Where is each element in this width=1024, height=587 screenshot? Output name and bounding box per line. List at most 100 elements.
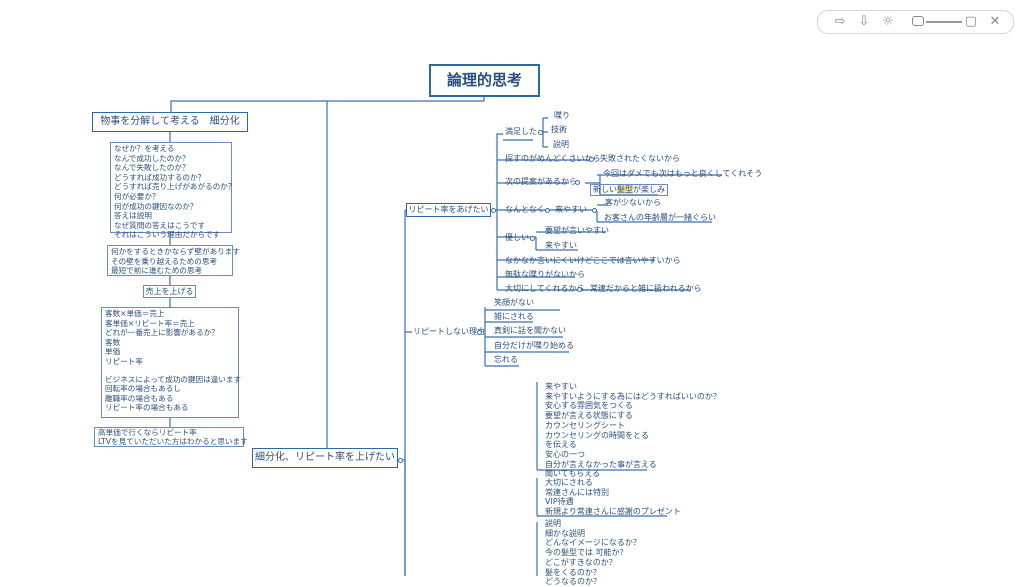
formula-line: 客数×単価＝売上 — [105, 309, 165, 318]
collapse-dot[interactable] — [530, 236, 535, 241]
node-decompose[interactable]: 物事を分解して考える 細分化 — [92, 112, 248, 132]
explain-line: どうなるのか？ — [545, 577, 601, 587]
easy-come[interactable]: 来やすい — [555, 205, 587, 214]
collapse-dot[interactable] — [545, 208, 550, 213]
cherish-line: 常連さんには特別 — [545, 487, 609, 497]
next-new-pre: 新しい — [593, 185, 617, 194]
no-repeat-rough[interactable]: 雑にされる — [494, 312, 534, 321]
next-better[interactable]: 今回はダメでも次はもっと良くしてくれそう — [603, 169, 763, 178]
satisfied-explain[interactable]: 説明 — [553, 140, 569, 149]
explain-line: 髪をくるのか？ — [545, 567, 601, 577]
next-new-hairstyle[interactable]: 新しい髪型が楽しみ — [590, 184, 668, 196]
why-line: 何が必要か？ — [114, 191, 160, 201]
easy-come-line: を伝える — [545, 440, 577, 450]
easy-come-line: 来やすいようにする為にはどうすればいいのか？ — [545, 391, 721, 401]
collapse-dot[interactable] — [538, 130, 543, 135]
reason-kind[interactable]: 優しい — [505, 233, 529, 242]
node-refine-repeat[interactable]: 細分化、リピート率を上げたい — [252, 448, 398, 468]
why-line: なぜ質問の答えはこうです — [114, 220, 206, 230]
why-line: 何が成功の鍵因なのか？ — [114, 201, 198, 211]
node-sales-up[interactable]: 売上を上げる — [143, 285, 196, 298]
wall-line: 何かをするときかならず壁があります — [111, 247, 240, 256]
reason-somehow[interactable]: なんとなく — [505, 205, 545, 214]
brightness-icon[interactable]: ☼ — [882, 14, 894, 29]
easy-come-line: 安心の一つ — [545, 449, 585, 459]
why-line: どうすれば成功するのか？ — [114, 172, 206, 182]
factor-line: 回転率の場合もあるし — [105, 384, 181, 394]
collapse-dot[interactable] — [575, 180, 580, 185]
explain-line: 説明 — [545, 519, 561, 528]
collapse-dot[interactable] — [589, 157, 594, 162]
arrow-down-icon[interactable]: ⇩ — [858, 14, 870, 29]
formula-line: 客数 — [105, 337, 121, 347]
easy-come-line: 自分が言えなかった事が言える — [545, 459, 657, 469]
wall-line: 最短で前に進むための思考 — [111, 266, 203, 276]
zoom-slider-track[interactable] — [926, 21, 962, 23]
easy-come-line: カウンセリングの時間をとる — [545, 430, 649, 440]
factor-line: 離職率の場合もある — [105, 393, 174, 403]
node-explain-list[interactable]: 説明細かな説明どんなイメージになるか？今の髪型では 可能か？どこがすきなのか？髪… — [545, 519, 641, 587]
root-node-title[interactable]: 論理的思考 — [429, 64, 540, 97]
no-repeat-self-talk[interactable]: 自分だけが喋り始める — [494, 341, 574, 350]
node-no-repeat[interactable]: リピートしない理由 — [413, 327, 485, 336]
node-easy-come-list[interactable]: 来やすい来やすいようにする為にはどうすればいいのか？安心する雰囲気をつくる要望が… — [545, 382, 721, 479]
collapse-dot[interactable] — [398, 458, 403, 463]
collapse-dot[interactable] — [592, 208, 597, 213]
reason-cherish[interactable]: 大切にしてくれるから — [505, 284, 585, 293]
node-wall-list[interactable]: 何かをするときかならず壁がありますその壁を乗り越えるための思考最短で前に進むため… — [107, 245, 240, 276]
formula-line: どれが一番売上に影響があるか？ — [105, 328, 219, 338]
few-customers[interactable]: 客が少ないから — [605, 198, 661, 207]
arrow-right-icon[interactable]: ⇨ — [834, 14, 846, 29]
reason-easy-to-say[interactable]: なかなか言いにくいけどここでは言いやすいから — [505, 256, 681, 265]
kind-easy-request[interactable]: 要望が言いやすい — [545, 226, 609, 235]
satisfied-skill[interactable]: 技術 — [551, 125, 567, 134]
kind-easy-come[interactable]: 来やすい — [545, 241, 577, 250]
cherish-line: 大切にされる — [545, 478, 593, 487]
high-price-line: LTVを見ていただいた方はわかると思います — [98, 437, 248, 446]
formula-line: 単価 — [105, 347, 121, 357]
collapse-dot[interactable] — [477, 330, 482, 335]
no-repeat-not-listen[interactable]: 真剣に話を聞かない — [494, 326, 566, 335]
success-factor-lines: ビジネスによって成功の鍵因は違います回転率の場合もあるし離職率の場合もあるリピー… — [105, 374, 242, 413]
factor-line: ビジネスによって成功の鍵因は違います — [105, 374, 242, 384]
wall-line: その壁を乗り越えるための思考 — [111, 256, 218, 266]
no-repeat-no-smile[interactable]: 笑顔がない — [494, 298, 534, 307]
reason-satisfied[interactable]: 満足した — [505, 127, 537, 136]
no-repeat-forget[interactable]: 忘れる — [494, 355, 518, 364]
why-line: なぜか？を考える — [114, 144, 175, 153]
easy-come-line: 要望が言える状態にする — [545, 411, 633, 421]
why-line: なんで成功したのか？ — [114, 153, 190, 163]
easy-come-line: カウンセリングシート — [545, 420, 625, 430]
high-price-line: 高単価で行くならリピート率 — [98, 428, 197, 437]
reason-search-hassle[interactable]: 探すのがめんどくさいから — [505, 154, 601, 163]
explain-line: どんなイメージになるか？ — [545, 538, 641, 548]
collapse-dot[interactable] — [491, 208, 496, 213]
node-repeat-up[interactable]: リピート率をあげたい — [406, 203, 491, 217]
satisfied-talk[interactable]: 喋り — [554, 111, 570, 120]
easy-come-line: 安心する雰囲気をつくる — [545, 401, 633, 411]
factor-line: リピート率の場合もある — [105, 403, 189, 413]
node-sales-formula[interactable]: 客数×単価＝売上客単価×リピート率＝売上どれが一番売上に影響があるか？客数単価リ… — [101, 307, 242, 418]
collapse-dot[interactable] — [577, 287, 582, 292]
formula-line: リピート率 — [105, 356, 143, 366]
zoom-slider-knob[interactable] — [912, 16, 924, 26]
easy-come-line: 聞いてもらえる — [545, 469, 601, 479]
window-icon[interactable]: ▢ — [964, 14, 978, 29]
reason-no-waste-talk[interactable]: 無駄な喋りがないから — [505, 270, 585, 279]
view-toolbar: ⇨ ⇩ ☼ ▢ ✕ — [817, 10, 1014, 34]
next-new-post: が楽しみ — [633, 185, 665, 194]
why-line: 答えは説明 — [114, 211, 152, 221]
reason-no-fail[interactable]: 失敗されたくないから — [600, 154, 680, 163]
why-line: どうすれば売り上げがあがるのか？ — [114, 182, 236, 192]
age-group-same[interactable]: お客さんの年齢層が一緒ぐらい — [604, 213, 716, 222]
reason-next-proposal[interactable]: 次の提案があるから — [505, 177, 577, 186]
explain-line: どこがすきなのか？ — [545, 557, 617, 567]
close-icon[interactable]: ✕ — [989, 14, 1001, 29]
sales-formula-lines: 客数×単価＝売上客単価×リピート率＝売上どれが一番売上に影響があるか？客数単価リ… — [105, 309, 235, 367]
node-why-list[interactable]: なぜか？を考えるなんで成功したのか？なんで失敗したのか？どうすれば成功するのか？… — [110, 142, 236, 239]
why-line: なんで失敗したのか？ — [114, 163, 190, 173]
why-line: それはこういう理由だからです — [114, 230, 221, 240]
regular-rough[interactable]: 常連だからと雑に扱われるから — [590, 284, 702, 293]
